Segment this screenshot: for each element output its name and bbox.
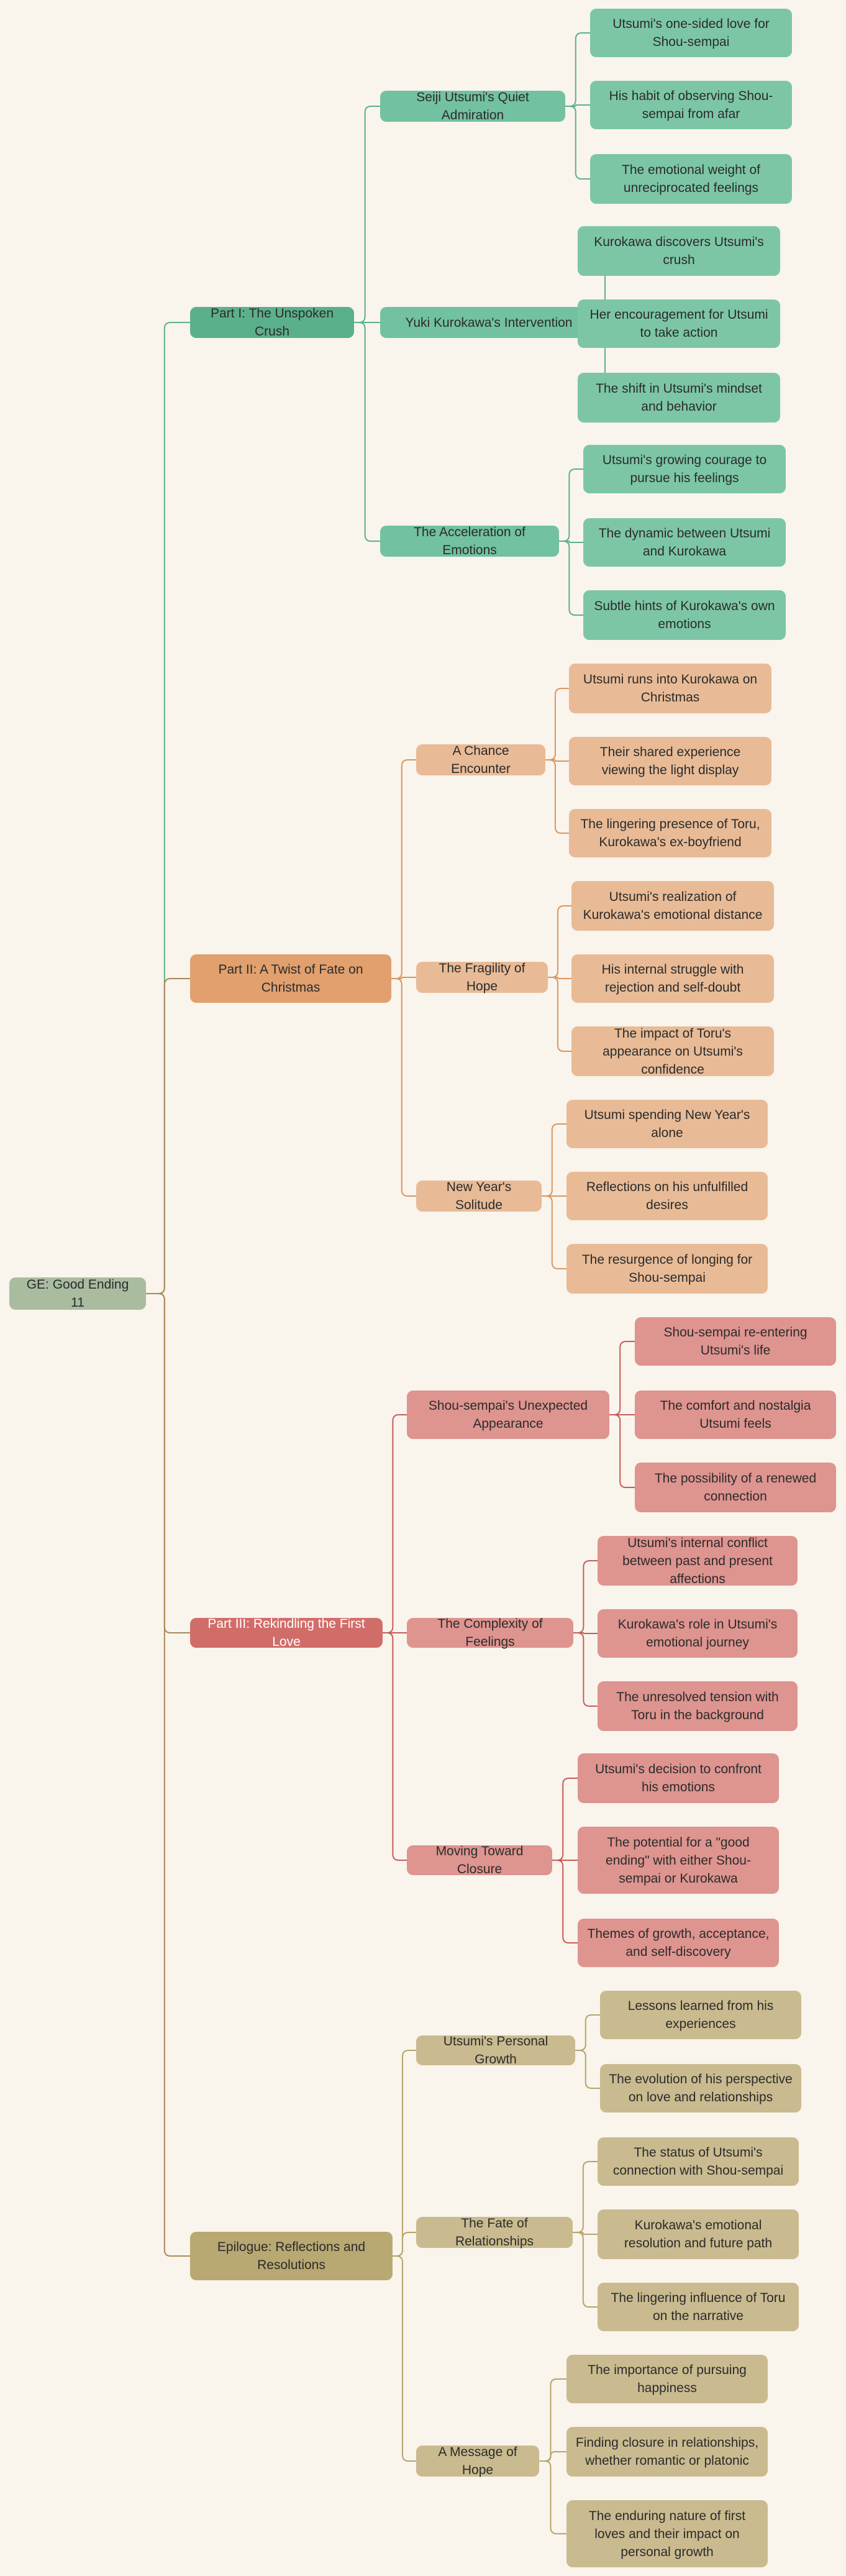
link-part-2-section-1: [391, 759, 416, 979]
link-section-seiji-utsumi-s-quiet-admiration-item-3: [565, 106, 590, 180]
section-node-the-acceleration-of-emotions: The Acceleration of Emotions: [380, 525, 559, 557]
link-section-a-message-of-hope-item-1: [539, 2378, 566, 2462]
link-section-shou-sempai-s-unexpected-appearance-item-3: [609, 1414, 635, 1488]
link-section-a-chance-encounter-item-2: [545, 759, 569, 762]
section-node-seiji-utsumi-s-quiet-admiration: Seiji Utsumi's Quiet Admiration: [380, 90, 565, 122]
part-node-part-iii-rekindling-the-first-love: Part III: Rekindling the First Love: [190, 1617, 383, 1649]
link-section-the-acceleration-of-emotions-item-3: [559, 541, 583, 616]
section-node-the-fate-of-relationships: The Fate of Relationships: [416, 2216, 573, 2249]
link-section-a-chance-encounter-item-1: [545, 688, 569, 760]
link-part-1-section-3: [354, 322, 380, 542]
section-node-yuki-kurokawa-s-intervention: Yuki Kurokawa's Intervention: [380, 307, 598, 338]
leaf-node: Kurokawa's emotional resolution and futu…: [598, 2209, 799, 2259]
leaf-node: Her encouragement for Utsumi to take act…: [578, 299, 780, 348]
link-part-3-section-1: [383, 1414, 407, 1633]
link-section-the-acceleration-of-emotions-item-2: [559, 541, 583, 543]
leaf-node: The impact of Toru's appearance on Utsum…: [571, 1026, 774, 1077]
leaf-node: His internal struggle with rejection and…: [571, 954, 774, 1003]
link-root-to-part-4: [146, 1293, 190, 2257]
leaf-node: Kurokawa's role in Utsumi's emotional jo…: [598, 1609, 798, 1658]
link-section-a-chance-encounter-item-3: [545, 759, 569, 834]
link-section-the-fragility-of-hope-item-2: [548, 977, 571, 979]
leaf-node: The importance of pursuing happiness: [566, 2355, 768, 2403]
section-node-utsumi-s-personal-growth: Utsumi's Personal Growth: [416, 2034, 575, 2067]
link-root-to-part-3: [146, 1293, 190, 1633]
leaf-node: The dynamic between Utsumi and Kurokawa: [583, 518, 786, 567]
leaf-node: Reflections on his unfulfilled desires: [566, 1172, 768, 1220]
link-section-a-message-of-hope-item-3: [539, 2460, 566, 2534]
link-root-to-part-1: [146, 322, 190, 1294]
leaf-node: The possibility of a renewed connection: [635, 1463, 836, 1512]
section-node-new-year-s-solitude: New Year's Solitude: [416, 1180, 542, 1212]
leaf-node: Subtle hints of Kurokawa's own emotions: [583, 590, 786, 640]
link-section-the-fate-of-relationships-item-2: [573, 2232, 598, 2235]
leaf-node: Their shared experience viewing the ligh…: [569, 737, 771, 785]
section-node-the-fragility-of-hope: The Fragility of Hope: [416, 961, 548, 993]
section-node-the-complexity-of-feelings: The Complexity of Feelings: [407, 1617, 573, 1649]
part-node-part-ii-a-twist-of-fate-on-christmas: Part II: A Twist of Fate on Christmas: [190, 954, 391, 1003]
leaf-node: Utsumi spending New Year's alone: [566, 1100, 768, 1148]
leaf-node: The unresolved tension with Toru in the …: [598, 1681, 798, 1731]
leaf-node: The lingering influence of Toru on the n…: [598, 2283, 799, 2331]
link-section-the-fragility-of-hope-item-1: [548, 905, 571, 978]
link-root-to-part-2: [146, 978, 190, 1294]
leaf-node: Utsumi runs into Kurokawa on Christmas: [569, 664, 771, 713]
link-section-a-message-of-hope-item-2: [539, 2451, 566, 2462]
link-section-shou-sempai-s-unexpected-appearance-item-1: [609, 1341, 635, 1415]
link-section-moving-toward-closure-item-3: [552, 1860, 578, 1943]
section-node-shou-sempai-s-unexpected-appearance: Shou-sempai's Unexpected Appearance: [407, 1391, 609, 1439]
leaf-node: The status of Utsumi's connection with S…: [598, 2137, 799, 2186]
leaf-node: The lingering presence of Toru, Kurokawa…: [569, 809, 771, 857]
link-part-4-section-2: [393, 2232, 416, 2257]
leaf-node: Utsumi's realization of Kurokawa's emoti…: [571, 881, 774, 931]
section-node-moving-toward-closure: Moving Toward Closure: [407, 1844, 552, 1876]
link-section-seiji-utsumi-s-quiet-admiration-item-1: [565, 32, 590, 107]
leaf-node: Utsumi's one-sided love for Shou-sempai: [590, 9, 792, 57]
link-section-the-acceleration-of-emotions-item-1: [559, 468, 583, 542]
part-node-part-i-the-unspoken-crush: Part I: The Unspoken Crush: [190, 306, 354, 339]
link-section-new-year-s-solitude-item-3: [542, 1195, 566, 1269]
leaf-node: Themes of growth, acceptance, and self-d…: [578, 1919, 779, 1967]
root-node: GE: Good Ending 11: [9, 1277, 146, 1310]
link-section-utsumi-s-personal-growth-item-2: [575, 2050, 600, 2089]
link-part-2-section-3: [391, 978, 416, 1197]
leaf-node: The resurgence of longing for Shou-sempa…: [566, 1244, 768, 1294]
leaf-node: The comfort and nostalgia Utsumi feels: [635, 1391, 836, 1439]
leaf-node: The enduring nature of first loves and t…: [566, 2500, 768, 2567]
link-section-the-fate-of-relationships-item-1: [573, 2161, 598, 2233]
link-section-the-complexity-of-feelings-item-3: [573, 1632, 598, 1707]
link-part-3-section-3: [383, 1632, 407, 1861]
leaf-node: Lessons learned from his experiences: [600, 1991, 801, 2039]
leaf-node: Kurokawa discovers Utsumi's crush: [578, 226, 780, 276]
link-section-moving-toward-closure-item-1: [552, 1778, 578, 1861]
link-section-the-fate-of-relationships-item-3: [573, 2232, 598, 2308]
leaf-node: The potential for a "good ending" with e…: [578, 1827, 779, 1894]
part-node-epilogue-reflections-and-resolutions: Epilogue: Reflections and Resolutions: [190, 2232, 393, 2280]
link-section-the-complexity-of-feelings-item-1: [573, 1560, 598, 1633]
leaf-node: Utsumi's internal conflict between past …: [598, 1536, 798, 1586]
leaf-node: The shift in Utsumi's mindset and behavi…: [578, 373, 780, 422]
leaf-node: The emotional weight of unreciprocated f…: [590, 154, 792, 204]
link-section-new-year-s-solitude-item-1: [542, 1123, 566, 1197]
section-node-a-chance-encounter: A Chance Encounter: [416, 744, 545, 776]
link-part-4-section-1: [393, 2050, 416, 2257]
leaf-node: Utsumi's growing courage to pursue his f…: [583, 445, 786, 493]
section-node-a-message-of-hope: A Message of Hope: [416, 2445, 539, 2477]
leaf-node: Finding closure in relationships, whethe…: [566, 2427, 768, 2477]
leaf-node: His habit of observing Shou-sempai from …: [590, 81, 792, 129]
link-section-the-fragility-of-hope-item-3: [548, 977, 571, 1052]
link-part-2-section-2: [391, 977, 416, 979]
link-part-4-section-3: [393, 2255, 416, 2462]
leaf-node: Utsumi's decision to confront his emotio…: [578, 1753, 779, 1803]
leaf-node: Shou-sempai re-entering Utsumi's life: [635, 1317, 836, 1366]
link-section-seiji-utsumi-s-quiet-admiration-item-2: [565, 104, 590, 107]
link-part-1-section-1: [354, 106, 380, 323]
link-section-utsumi-s-personal-growth-item-1: [575, 2014, 600, 2051]
leaf-node: The evolution of his perspective on love…: [600, 2064, 801, 2112]
